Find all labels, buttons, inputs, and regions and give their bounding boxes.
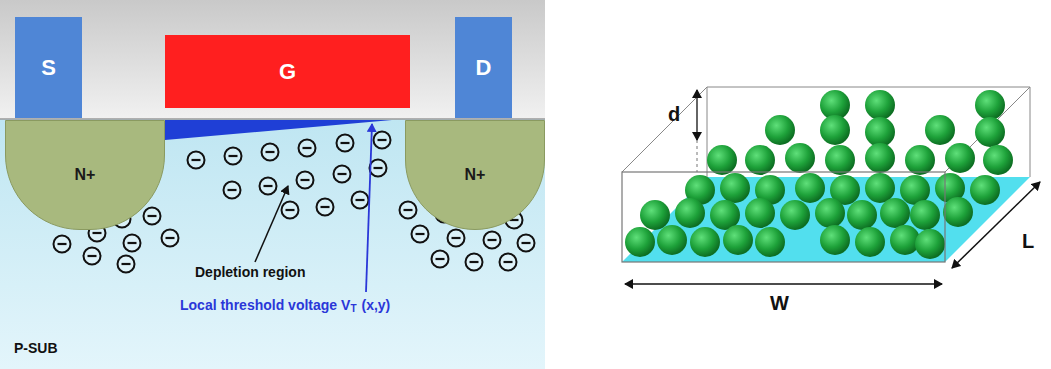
region-label: Depletion region (195, 264, 305, 280)
dimension-label: d (668, 103, 680, 126)
gate-electrode: G (165, 35, 410, 108)
node-label: S (41, 55, 56, 81)
callout-label: Local threshold voltage V (180, 297, 350, 313)
source-electrode: S (15, 17, 82, 118)
node-label: D (476, 55, 492, 81)
node-label: G (279, 59, 296, 85)
substrate-label: P-SUB (14, 340, 58, 356)
dimension-label: L (1022, 230, 1034, 253)
node-label: N+ (75, 166, 96, 184)
drain-electrode: D (455, 17, 512, 118)
node-label: N+ (465, 166, 486, 184)
callout-label: (x,y) (361, 297, 390, 313)
subscript: T (350, 303, 356, 315)
dimension-label: W (770, 292, 789, 315)
